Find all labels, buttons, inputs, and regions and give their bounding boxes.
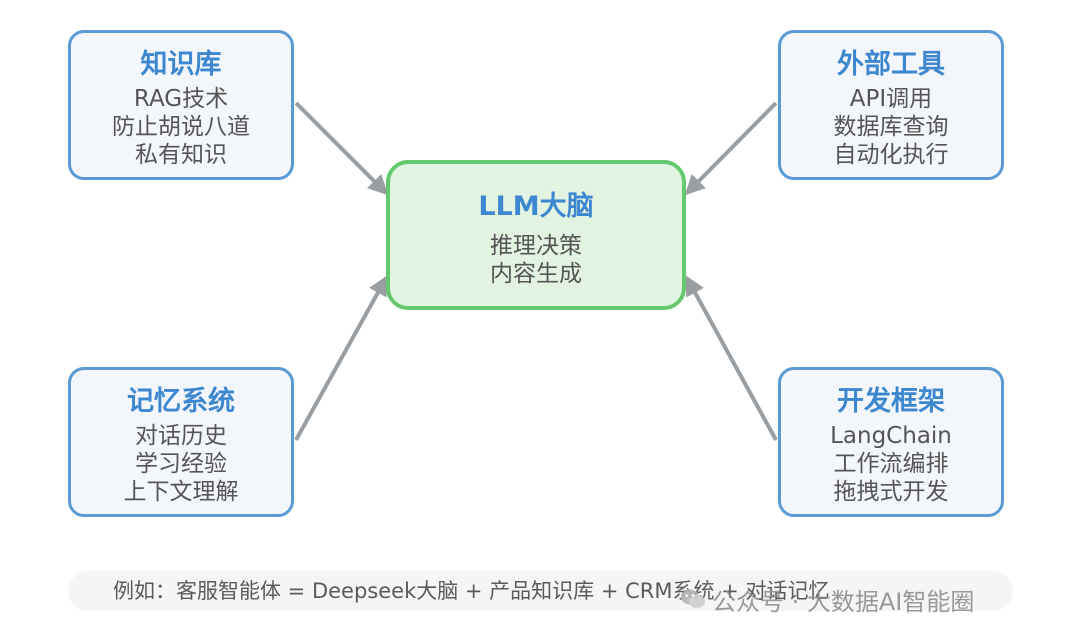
watermark-text: 公众号 · 大数据AI智能圈: [712, 587, 975, 616]
knowledge-base-line-1: RAG技术: [133, 86, 229, 112]
dev-framework-line-1: LangChain: [830, 423, 952, 449]
llm-brain-line-2: 内容生成: [490, 261, 582, 287]
arrow-framework-to-llm: [685, 275, 778, 441]
external-tools-title: 外部工具: [837, 49, 945, 80]
memory-system-line-2: 学习经验: [135, 451, 227, 477]
memory-system-line-1: 对话历史: [135, 423, 227, 449]
memory-system-box: 记忆系统 对话历史 学习经验 上下文理解: [68, 367, 294, 517]
example-note: 例如：客服智能体 = Deepseek大脑 + 产品知识库 + CRM系统 + …: [68, 571, 1013, 611]
memory-system-title: 记忆系统: [127, 386, 235, 417]
knowledge-base-line-3: 私有知识: [135, 142, 227, 168]
external-tools-line-1: API调用: [849, 86, 933, 112]
external-tools-box: 外部工具 API调用 数据库查询 自动化执行: [778, 30, 1004, 180]
dev-framework-title: 开发框架: [837, 386, 945, 417]
arrow-memory-to-llm: [294, 275, 388, 441]
external-tools-line-2: 数据库查询: [833, 114, 949, 140]
wechat-icon: [681, 589, 705, 608]
llm-brain-line-1: 推理决策: [490, 233, 582, 259]
external-tools-line-3: 自动化执行: [833, 142, 949, 168]
llm-brain-title: LLM大脑: [478, 191, 594, 222]
knowledge-base-line-2: 防止胡说八道: [112, 114, 250, 140]
arrow-knowledge-to-llm: [294, 101, 389, 196]
memory-system-line-3: 上下文理解: [123, 479, 239, 505]
dev-framework-line-3: 拖拽式开发: [833, 479, 949, 505]
knowledge-base-title: 知识库: [140, 49, 222, 80]
knowledge-base-box: 知识库 RAG技术 防止胡说八道 私有知识: [68, 30, 294, 180]
dev-framework-line-2: 工作流编排: [833, 451, 949, 477]
llm-brain-box: LLM大脑 推理决策 内容生成: [386, 160, 686, 310]
arrow-tools-to-llm: [684, 101, 778, 196]
watermark: 公众号 · 大数据AI智能圈: [680, 582, 974, 616]
dev-framework-box: 开发框架 LangChain 工作流编排 拖拽式开发: [778, 367, 1004, 517]
